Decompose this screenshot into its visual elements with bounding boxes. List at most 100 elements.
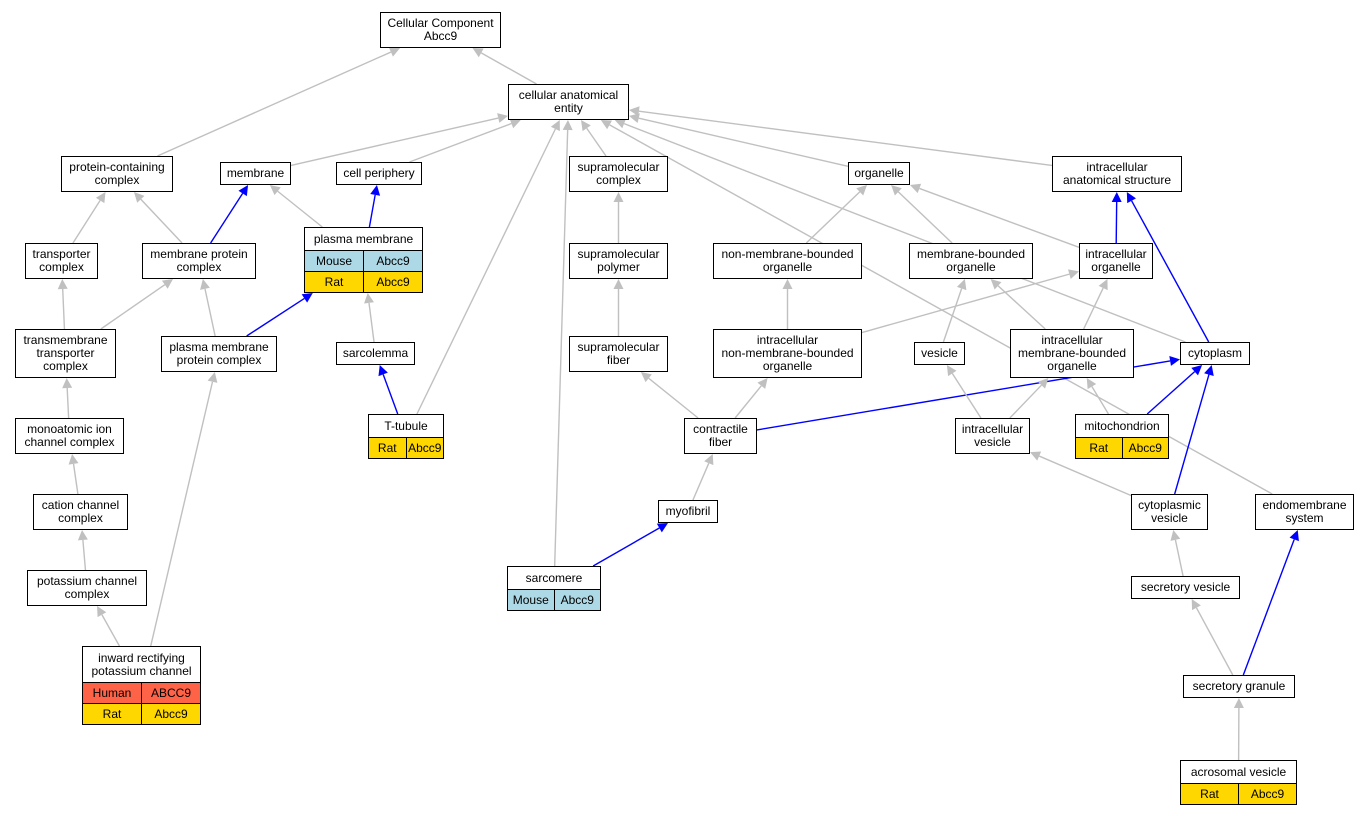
term-node-smp[interactable]: supramolecular polymer <box>569 243 668 279</box>
term-label: plasma membrane <box>313 231 414 246</box>
term-node-tc[interactable]: transporter complex <box>25 243 98 279</box>
edge-line <box>66 387 70 419</box>
term-node-pmpc[interactable]: plasma membrane protein complex <box>161 336 277 372</box>
edge-line <box>101 614 121 647</box>
annotation-row: Rat Abcc9 <box>1076 437 1168 458</box>
term-node-inmbo[interactable]: intracellular non-membrane-bounded organ… <box>713 329 862 378</box>
arrowhead <box>133 192 145 203</box>
annotation-gene: ABCC9 <box>141 683 200 703</box>
term-node-mem[interactable]: membrane <box>220 162 291 185</box>
edge-mpc-to-mem <box>210 185 249 244</box>
edge-inmbo-to-nmbo <box>782 279 793 329</box>
term-node-ccc[interactable]: cation channel complex <box>33 494 128 530</box>
edge-line <box>1131 200 1210 343</box>
edge-cf-to-inmbo <box>734 378 768 419</box>
arrowhead <box>1289 530 1299 542</box>
edge-iv-to-imbo <box>1009 378 1049 419</box>
term-node-ems[interactable]: endomembrane system <box>1255 494 1354 530</box>
term-label: transporter complex <box>32 247 91 274</box>
term-node-cf[interactable]: contractile fiber <box>684 418 757 454</box>
edge-imbo-to-mbo <box>990 279 1046 330</box>
term-node-kcc[interactable]: potassium channel complex <box>27 570 147 606</box>
edge-line <box>1146 371 1196 415</box>
annotation-gene: Abcc9 <box>405 438 444 458</box>
term-node-micc[interactable]: monoatomic ion channel complex <box>15 418 124 454</box>
term-node-cp[interactable]: cell periphery <box>336 162 422 185</box>
edge-imbo-to-io <box>1083 279 1108 330</box>
term-node-sg[interactable]: secretory granule <box>1183 675 1295 698</box>
term-node-imbo[interactable]: intracellular membrane-bounded organelle <box>1010 329 1134 378</box>
term-node-smf[interactable]: supramolecular fiber <box>569 336 668 372</box>
edge-line <box>623 122 1186 343</box>
term-label: membrane <box>226 166 285 180</box>
edge-smc-to-cae <box>581 120 607 157</box>
term-node-cyto[interactable]: cytoplasm <box>1180 342 1250 365</box>
edge-line <box>72 200 101 244</box>
edge-line <box>1195 607 1234 676</box>
edge-line <box>277 190 323 228</box>
term-label: endomembrane system <box>1262 498 1347 525</box>
term-node-ves[interactable]: vesicle <box>914 342 965 365</box>
arrowhead <box>1204 365 1214 376</box>
arrowhead <box>757 378 768 389</box>
term-node-io[interactable]: intracellular organelle <box>1079 243 1153 279</box>
term-node-smc[interactable]: supramolecular complex <box>569 156 668 192</box>
arrowhead <box>269 185 281 196</box>
term-node-ttc[interactable]: transmembrane transporter complex <box>15 329 116 378</box>
annotation-gene: Abcc9 <box>1121 438 1169 458</box>
term-label: cytoplasmic vesicle <box>1138 498 1201 525</box>
term-node-myo[interactable]: myofibril <box>658 500 718 523</box>
annotation-species: Rat <box>1089 440 1109 455</box>
arrowhead <box>581 120 591 132</box>
edge-line <box>480 52 537 85</box>
edge-kcc-to-ccc <box>77 530 88 571</box>
term-label: organelle <box>854 166 904 180</box>
term-node-org[interactable]: organelle <box>848 162 910 185</box>
edge-line <box>734 385 762 419</box>
term-node-sl[interactable]: sarcolemma <box>336 342 415 365</box>
edge-org-to-cae <box>629 113 849 168</box>
arrowhead <box>472 48 484 58</box>
arrowhead <box>1169 356 1180 366</box>
arrowhead <box>57 279 68 290</box>
term-node-root[interactable]: Cellular Component Abcc9 <box>380 12 501 48</box>
arrowhead <box>629 106 640 117</box>
arrowhead <box>613 279 624 289</box>
term-node-sv[interactable]: secretory vesicle <box>1131 576 1240 599</box>
term-node-ias[interactable]: intracellular anatomical structure <box>1052 156 1182 192</box>
term-node-nmbo[interactable]: non-membrane-bounded organelle <box>713 243 862 279</box>
term-node-cv[interactable]: cytoplasmic vesicle <box>1131 494 1208 530</box>
edge-ccc-to-micc <box>68 454 79 495</box>
edge-line <box>157 51 392 157</box>
term-node-mpc[interactable]: membrane protein complex <box>142 243 256 279</box>
edge-line <box>1174 539 1184 577</box>
arrowhead <box>1030 451 1042 461</box>
edge-line <box>942 288 963 343</box>
term-node-cae[interactable]: cellular anatomical entity <box>508 84 629 120</box>
arrowhead <box>497 113 508 123</box>
term-node-mbo[interactable]: membrane-bounded organelle <box>909 243 1033 279</box>
edge-pcc-to-root <box>157 47 401 157</box>
term-node-iv[interactable]: intracellular vesicle <box>955 418 1030 454</box>
edge-line <box>1242 539 1295 676</box>
term-node-pcc[interactable]: protein-containing complex <box>61 156 173 192</box>
edge-tt-to-cae <box>416 120 560 415</box>
edge-av-to-sg <box>1233 698 1244 761</box>
annotation-species: Mouse <box>315 253 353 268</box>
edge-line <box>140 198 183 244</box>
annotation-species: Human <box>92 685 132 700</box>
term-label: supramolecular polymer <box>577 247 660 274</box>
arrowhead <box>95 192 106 204</box>
edge-line <box>409 122 512 163</box>
annotation-species: Rat <box>324 274 344 289</box>
edge-sv-to-cv <box>1170 530 1184 577</box>
edge-line <box>382 374 399 415</box>
term-label: T-tubule <box>384 418 428 433</box>
